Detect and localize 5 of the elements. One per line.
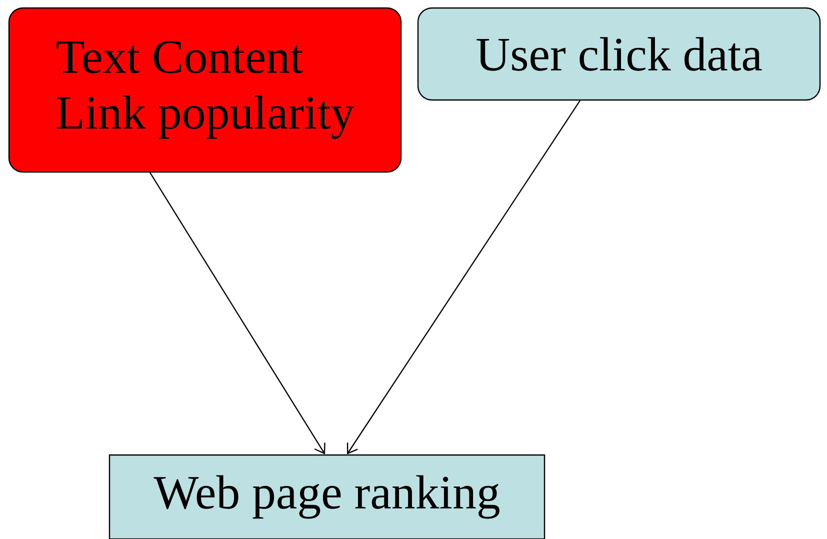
process-box: Text Content Link popularity bbox=[8, 7, 402, 173]
arrow bbox=[346, 100, 580, 454]
process-box: User click data bbox=[417, 7, 821, 101]
arrow bbox=[150, 172, 326, 454]
process-box: Web page ranking bbox=[108, 454, 546, 539]
